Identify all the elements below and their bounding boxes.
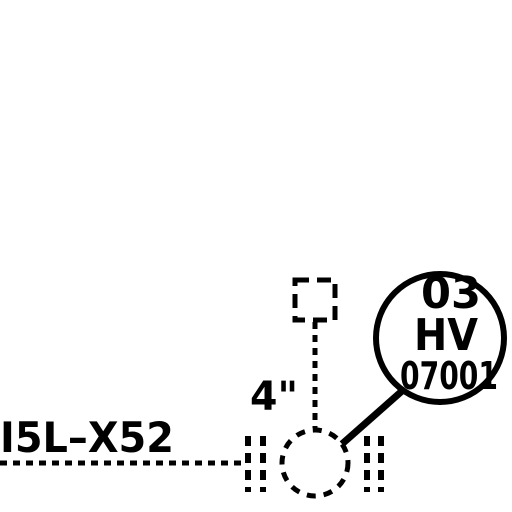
left-flange-symbol (245, 436, 266, 492)
tag-area-code: 03 (421, 268, 481, 319)
tag-number: 07001 (400, 354, 498, 398)
line-spec-label: I5L–X52 (0, 413, 174, 462)
dashed-instrument-circle (279, 427, 351, 499)
tag-leader-line (339, 388, 405, 447)
dashed-square-symbol (292, 277, 338, 323)
pipe-size-label: 4" (250, 374, 298, 420)
valve-tag-bubble (373, 271, 507, 405)
tag-type-code: HV (414, 310, 478, 361)
right-flange-symbol (364, 436, 384, 492)
